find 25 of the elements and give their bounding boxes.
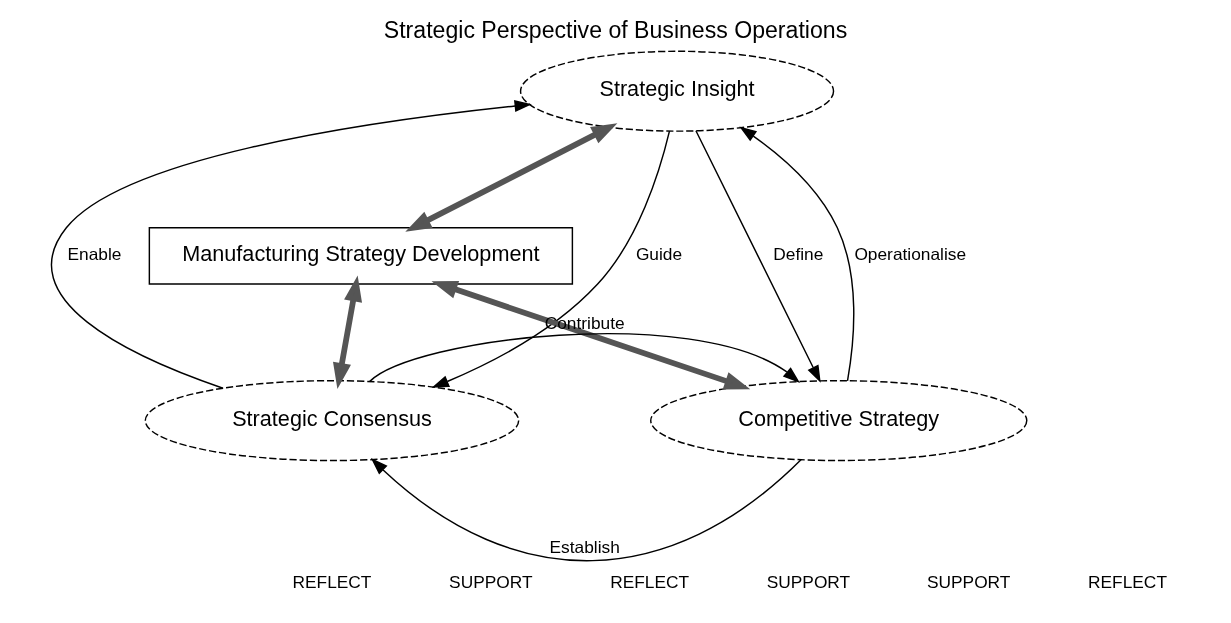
diagram-title: Strategic Perspective of Business Operations [383,17,848,44]
arrow [431,281,751,390]
edge-label: Operationalise [854,244,967,265]
arrow [333,275,363,389]
arrow [405,123,618,232]
label: SUPPORT [927,571,1011,592]
label: REFLECT [610,571,690,592]
arrow [50,99,532,389]
node-ellipse: Competitive Strategy [650,379,1028,462]
arrow [368,333,800,384]
arrow [695,130,821,383]
arrow [739,126,855,382]
node-box: Manufacturing Strategy Development [148,227,574,285]
arrow [431,130,671,388]
label: REFLECT [1088,571,1167,592]
edge-label: Define [773,244,824,265]
edge-label: Establish [549,536,620,557]
arrow [370,458,802,562]
node-ellipse: Strategic Consensus [144,379,520,462]
label: SUPPORT [449,571,533,592]
node-ellipse: Strategic Insight [519,50,835,132]
label: SUPPORT [766,571,851,592]
edge-label: Guide [635,244,683,265]
edge-label: Enable [67,244,122,265]
label: REFLECT [292,571,372,592]
